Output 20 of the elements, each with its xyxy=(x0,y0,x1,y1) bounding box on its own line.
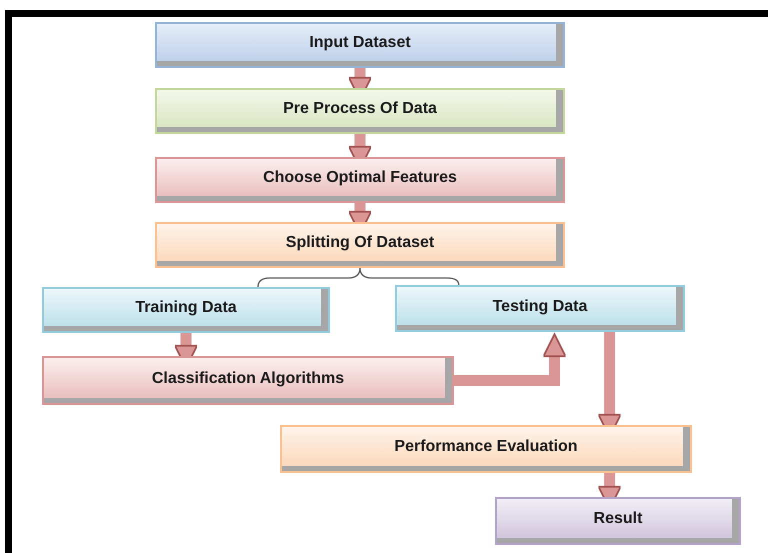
box-label: Splitting Of Dataset xyxy=(286,233,434,253)
block-arrow xyxy=(454,333,566,386)
process-box xyxy=(42,287,330,333)
box-label: Result xyxy=(594,509,642,529)
box-label: Input Dataset xyxy=(309,33,411,53)
box-label: Training Data xyxy=(135,298,237,318)
process-box xyxy=(395,285,685,332)
process-box xyxy=(42,356,454,405)
box-label: Performance Evaluation xyxy=(394,437,578,457)
box-label: Choose Optimal Features xyxy=(263,168,457,188)
box-label: Pre Process Of Data xyxy=(283,99,437,119)
process-box xyxy=(280,425,692,473)
brace-line xyxy=(359,268,460,286)
process-box xyxy=(155,157,565,203)
process-box xyxy=(155,22,565,68)
process-box xyxy=(495,497,741,545)
box-label: Classification Algorithms xyxy=(152,368,344,388)
box-label: Testing Data xyxy=(492,296,588,316)
process-box xyxy=(155,88,565,134)
process-box xyxy=(155,222,565,268)
